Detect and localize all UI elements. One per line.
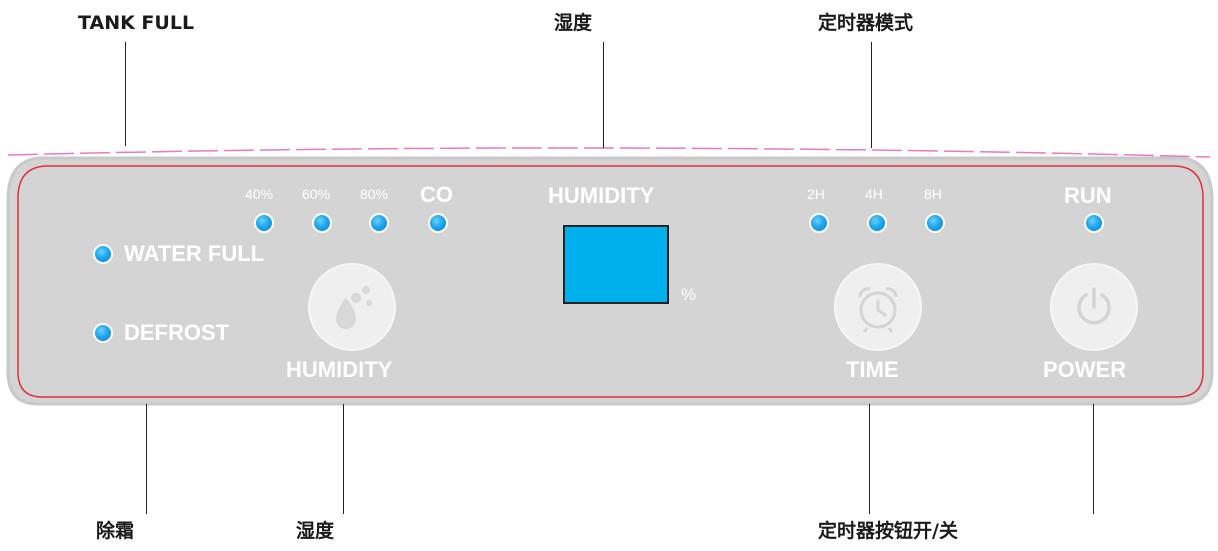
led-humidity-40 (254, 213, 274, 233)
leader-line-humidity-top (603, 42, 604, 148)
led-timer-4h (867, 213, 887, 233)
callout-timer-mode: 定时器模式 (818, 12, 914, 34)
level-label-40: 40% (245, 186, 274, 202)
label-defrost: DEFROST (124, 320, 230, 345)
humidity-button-label: HUMIDITY (286, 357, 393, 382)
led-humidity-80 (369, 213, 389, 233)
leader-line-tank-full (125, 42, 126, 146)
time-button[interactable] (834, 263, 922, 351)
leader-line-humidity-bottom (343, 404, 344, 514)
humidity-display (563, 225, 669, 304)
level-label-co: CO (420, 182, 453, 207)
leader-line-defrost (146, 404, 147, 514)
timer-label-8h: 8H (924, 186, 942, 202)
water-droplets-icon (336, 286, 372, 329)
timer-label-4h: 4H (865, 186, 883, 202)
leader-line-power (1093, 404, 1094, 514)
led-defrost (93, 323, 113, 343)
timer-label-2h: 2H (807, 186, 825, 202)
display-title: HUMIDITY (548, 183, 655, 208)
power-icon (1077, 287, 1111, 325)
led-humidity-60 (312, 213, 332, 233)
led-water-full (93, 244, 113, 264)
power-button-label: POWER (1043, 357, 1127, 382)
humidity-button[interactable] (308, 263, 396, 351)
callout-tank-full: TANK FULL (78, 12, 195, 34)
level-label-80: 80% (360, 186, 389, 202)
leader-line-timer-button (869, 404, 870, 514)
leader-line-timer-mode (871, 42, 872, 148)
power-button[interactable] (1050, 263, 1138, 351)
callout-humidity-top: 湿度 (554, 12, 593, 34)
level-label-60: 60% (302, 186, 331, 202)
alarm-clock-icon (858, 287, 898, 333)
led-humidity-co (428, 213, 448, 233)
led-timer-8h (925, 213, 945, 233)
callout-timer-button: 定时器按钮开/关 (818, 520, 958, 542)
display-unit: % (681, 285, 697, 304)
led-timer-2h (809, 213, 829, 233)
callout-defrost: 除霜 (96, 520, 135, 542)
time-button-label: TIME (846, 357, 899, 382)
label-water-full: WATER FULL (124, 241, 265, 266)
led-run (1084, 213, 1104, 233)
run-label: RUN (1064, 183, 1112, 208)
callout-humidity-bottom: 湿度 (296, 520, 335, 542)
